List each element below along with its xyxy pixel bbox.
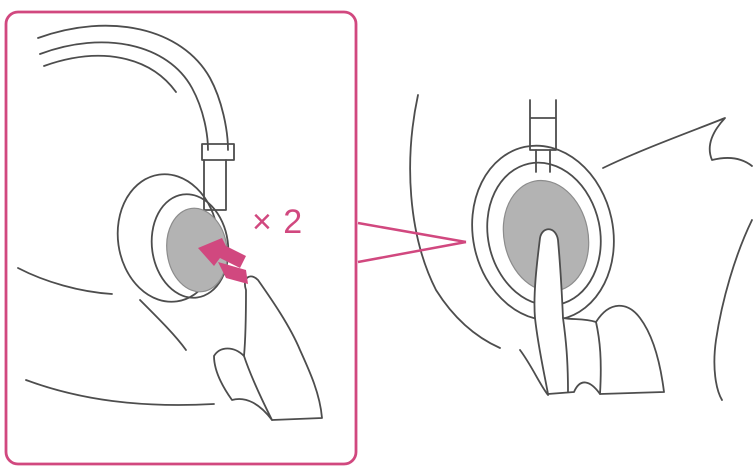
headband-slider-right xyxy=(530,100,556,150)
headband-arm-right xyxy=(536,150,550,172)
right-closeup-panel xyxy=(410,95,752,400)
zoom-connector xyxy=(358,223,466,262)
hair-line-right xyxy=(603,118,752,168)
zoom-line-upper xyxy=(358,223,466,242)
zoom-line-lower xyxy=(358,242,466,262)
tap-count-label: × 2 xyxy=(252,203,303,242)
jaw-line-right xyxy=(714,220,752,400)
